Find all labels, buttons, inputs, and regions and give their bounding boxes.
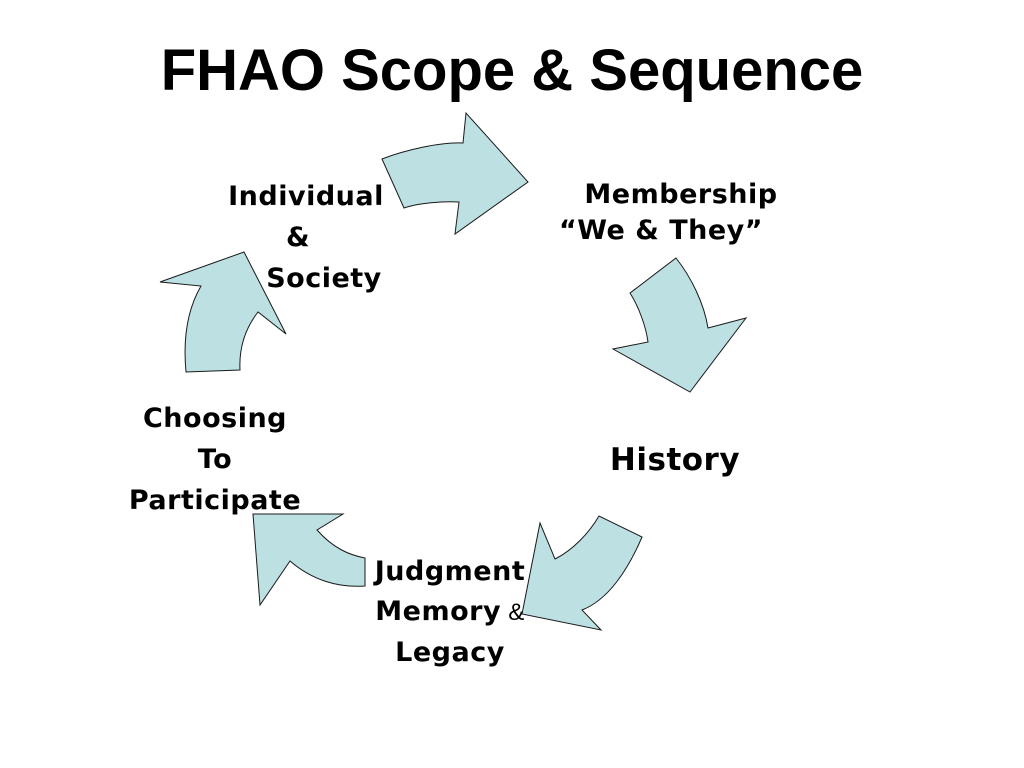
node-individual-line3: Society bbox=[266, 263, 382, 294]
node-judgment-line2-wrap: Memory & bbox=[340, 592, 560, 633]
node-membership-line2: “We & They” bbox=[558, 215, 764, 246]
node-choosing-line1: Choosing bbox=[142, 403, 287, 434]
arrow-membership-to-history bbox=[611, 257, 748, 393]
node-judgment-line3: Legacy bbox=[395, 637, 505, 668]
arrow-history-to-judgment bbox=[521, 515, 643, 631]
node-choosing-line3: Participate bbox=[128, 485, 302, 516]
node-individual-line2: & bbox=[285, 222, 311, 253]
node-judgment-memory-legacy: Judgment Memory & Legacy bbox=[340, 552, 560, 673]
node-individual-line1: Individual bbox=[228, 181, 384, 212]
node-history-line1: History bbox=[609, 442, 741, 478]
slide-title: FHAO Scope & Sequence bbox=[160, 38, 864, 103]
node-membership-line1: Membership bbox=[584, 179, 778, 210]
node-individual-society: Individual & Society bbox=[196, 176, 416, 299]
node-membership: Membership “We & They” bbox=[516, 174, 806, 251]
node-judgment-line2-amp: & bbox=[501, 599, 525, 626]
node-history: History bbox=[590, 440, 760, 481]
arrow-judgment-to-choosing bbox=[252, 513, 366, 607]
node-choosing-to-participate: Choosing To Participate bbox=[100, 398, 330, 521]
arrow-choosing-to-individual bbox=[159, 251, 287, 373]
node-judgment-line1: Judgment bbox=[374, 556, 526, 587]
arrow-individual-to-membership bbox=[381, 111, 529, 236]
node-judgment-line2: Memory bbox=[375, 596, 502, 627]
node-choosing-line2: To bbox=[197, 444, 233, 475]
